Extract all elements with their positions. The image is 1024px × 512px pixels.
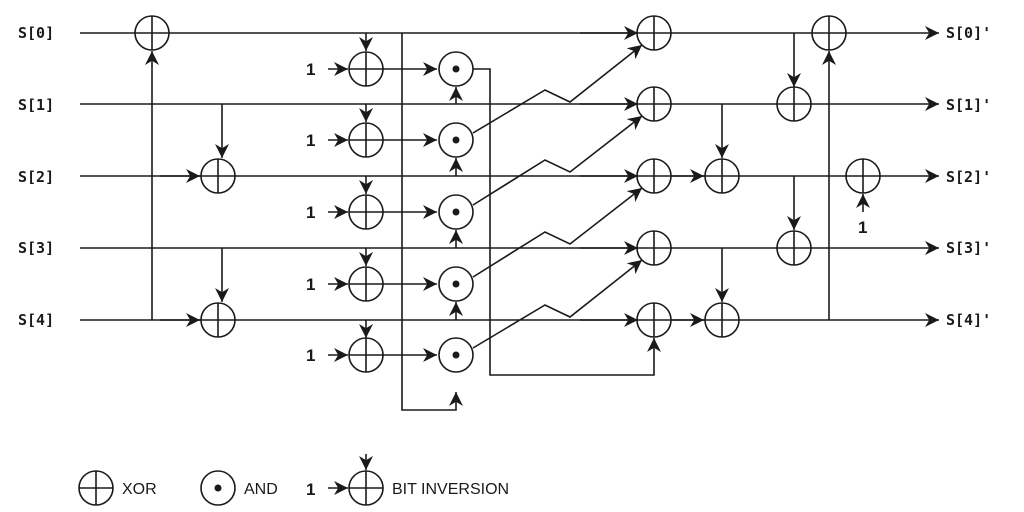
inversion-gates — [348, 51, 384, 373]
output-label-s2: S[2]' — [946, 168, 991, 186]
legend-xor-label: XOR — [122, 481, 157, 498]
xor-gate — [636, 86, 672, 122]
and-wires — [401, 33, 661, 411]
inversion-wires — [328, 33, 437, 362]
constant-one-label: 1 — [306, 60, 315, 79]
xor-gate — [704, 158, 740, 194]
input-labels: S[0] S[1] S[2] S[3] S[4] — [18, 24, 54, 329]
xor-gate — [845, 158, 881, 194]
constant-one-label: 1 — [306, 131, 315, 150]
input-label-s1: S[1] — [18, 96, 54, 114]
xor-gate — [200, 302, 236, 338]
xor-gate — [636, 15, 672, 51]
constant-one-label: 1 — [306, 203, 315, 222]
constant-one-label: 1 — [306, 275, 315, 294]
bit-inversion-gate — [348, 194, 384, 230]
bit-inversion-icon — [348, 470, 384, 506]
legend-and-label: AND — [244, 481, 278, 498]
xor-gate — [811, 15, 847, 51]
xor-gate — [776, 230, 812, 266]
output-label-s3: S[3]' — [946, 239, 991, 257]
output-labels: S[0]' S[1]' S[2]' S[3]' S[4]' — [946, 24, 991, 329]
and-gates — [438, 51, 474, 373]
xor-gate — [636, 158, 672, 194]
xor-gate — [776, 86, 812, 122]
constant-one-label: 1 — [858, 218, 867, 237]
legend: XOR AND 1 BIT INVERSION — [78, 454, 509, 506]
final-wires — [715, 33, 870, 320]
and-gate — [438, 51, 474, 87]
bit-inversion-gate — [348, 51, 384, 87]
xor-gate — [636, 302, 672, 338]
and-gate — [438, 337, 474, 373]
constant-one-label: 1 — [306, 346, 315, 365]
input-label-s3: S[3] — [18, 239, 54, 257]
and-gate — [438, 266, 474, 302]
bit-inversion-gate — [348, 122, 384, 158]
xor-gate — [636, 230, 672, 266]
column1-wires — [145, 51, 229, 320]
and-icon — [200, 470, 236, 506]
xor-icon — [78, 470, 114, 506]
and-gate — [438, 194, 474, 230]
input-label-s0: S[0] — [18, 24, 54, 42]
legend-bit-inversion-label: BIT INVERSION — [392, 481, 509, 498]
input-label-s2: S[2] — [18, 168, 54, 186]
bit-inversion-gate — [348, 337, 384, 373]
xor-gate — [134, 15, 170, 51]
output-label-s1: S[1]' — [946, 96, 991, 114]
xor-gate — [704, 302, 740, 338]
column4-gates — [636, 15, 672, 338]
final-gates — [704, 15, 881, 338]
input-label-s4: S[4] — [18, 311, 54, 329]
constant-ones: 1 1 1 1 1 — [306, 60, 315, 365]
legend-one-label: 1 — [306, 480, 315, 499]
and-gate — [438, 122, 474, 158]
column1-gates — [134, 15, 236, 338]
xor-gate — [200, 158, 236, 194]
output-label-s4: S[4]' — [946, 311, 991, 329]
output-label-s0: S[0]' — [946, 24, 991, 42]
bit-inversion-gate — [348, 266, 384, 302]
